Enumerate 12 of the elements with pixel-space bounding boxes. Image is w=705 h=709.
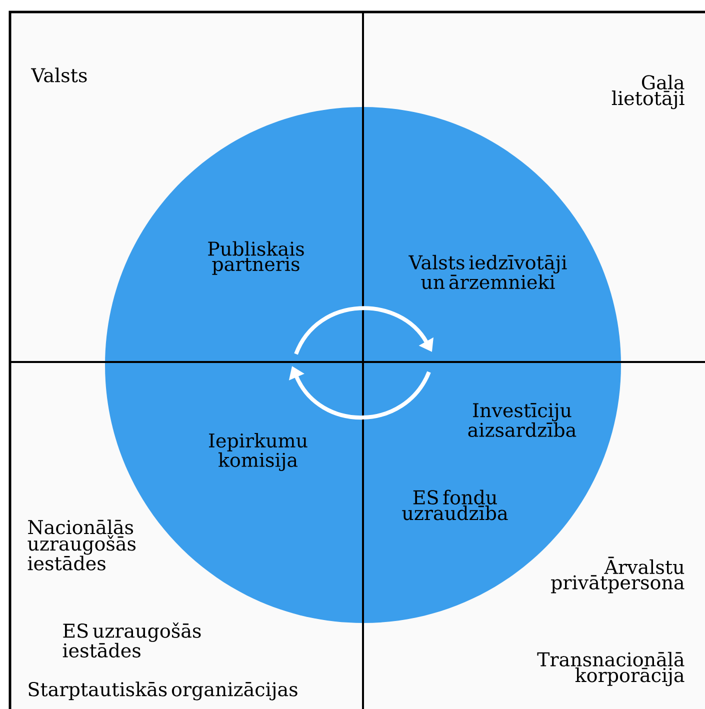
label: Valsts — [31, 68, 87, 82]
node-text: ES fondu uzraudzība — [402, 490, 508, 520]
label: Nacionālās uzraugošās iestādes — [28, 520, 136, 570]
label: ES uzraugošās iestādes — [62, 622, 201, 658]
node-text: Publiskais partneris — [208, 241, 304, 275]
label: Transnacionālā korporācija — [537, 652, 684, 686]
node-text: Iepirkumu komisija — [209, 433, 308, 472]
label: Ārvalstu privātpersona — [551, 556, 684, 594]
node-text: Investīciju aizsardzība — [468, 402, 576, 438]
label: Gala lietotāji — [612, 74, 684, 110]
label: Starptautiskās organizācijas — [28, 682, 298, 700]
node-text: Valsts iedzīvotāji un ārzemnieki — [408, 254, 567, 290]
